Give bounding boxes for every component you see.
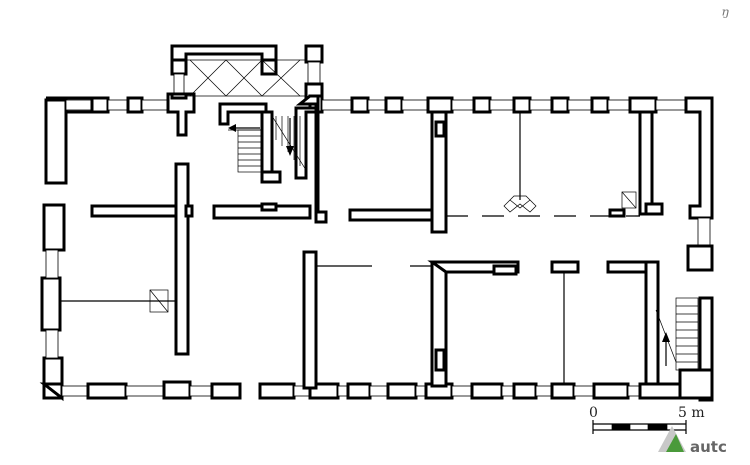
staircase-south bbox=[655, 297, 699, 371]
scale-start-label: 0 bbox=[589, 405, 598, 421]
vault-lines bbox=[60, 112, 640, 384]
autc-logo: autc bbox=[658, 426, 727, 456]
scale-bar: 0 5 m bbox=[589, 405, 705, 434]
logo-text: autc bbox=[690, 438, 727, 456]
staircase-north bbox=[228, 115, 307, 173]
logo-accent-icon bbox=[666, 434, 684, 452]
interior-walls bbox=[90, 94, 664, 390]
corner-mark: ᵑ bbox=[722, 3, 730, 27]
outer-walls bbox=[39, 44, 714, 402]
vestibule-vault bbox=[186, 59, 306, 97]
scale-end-label: 5 m bbox=[678, 405, 705, 421]
